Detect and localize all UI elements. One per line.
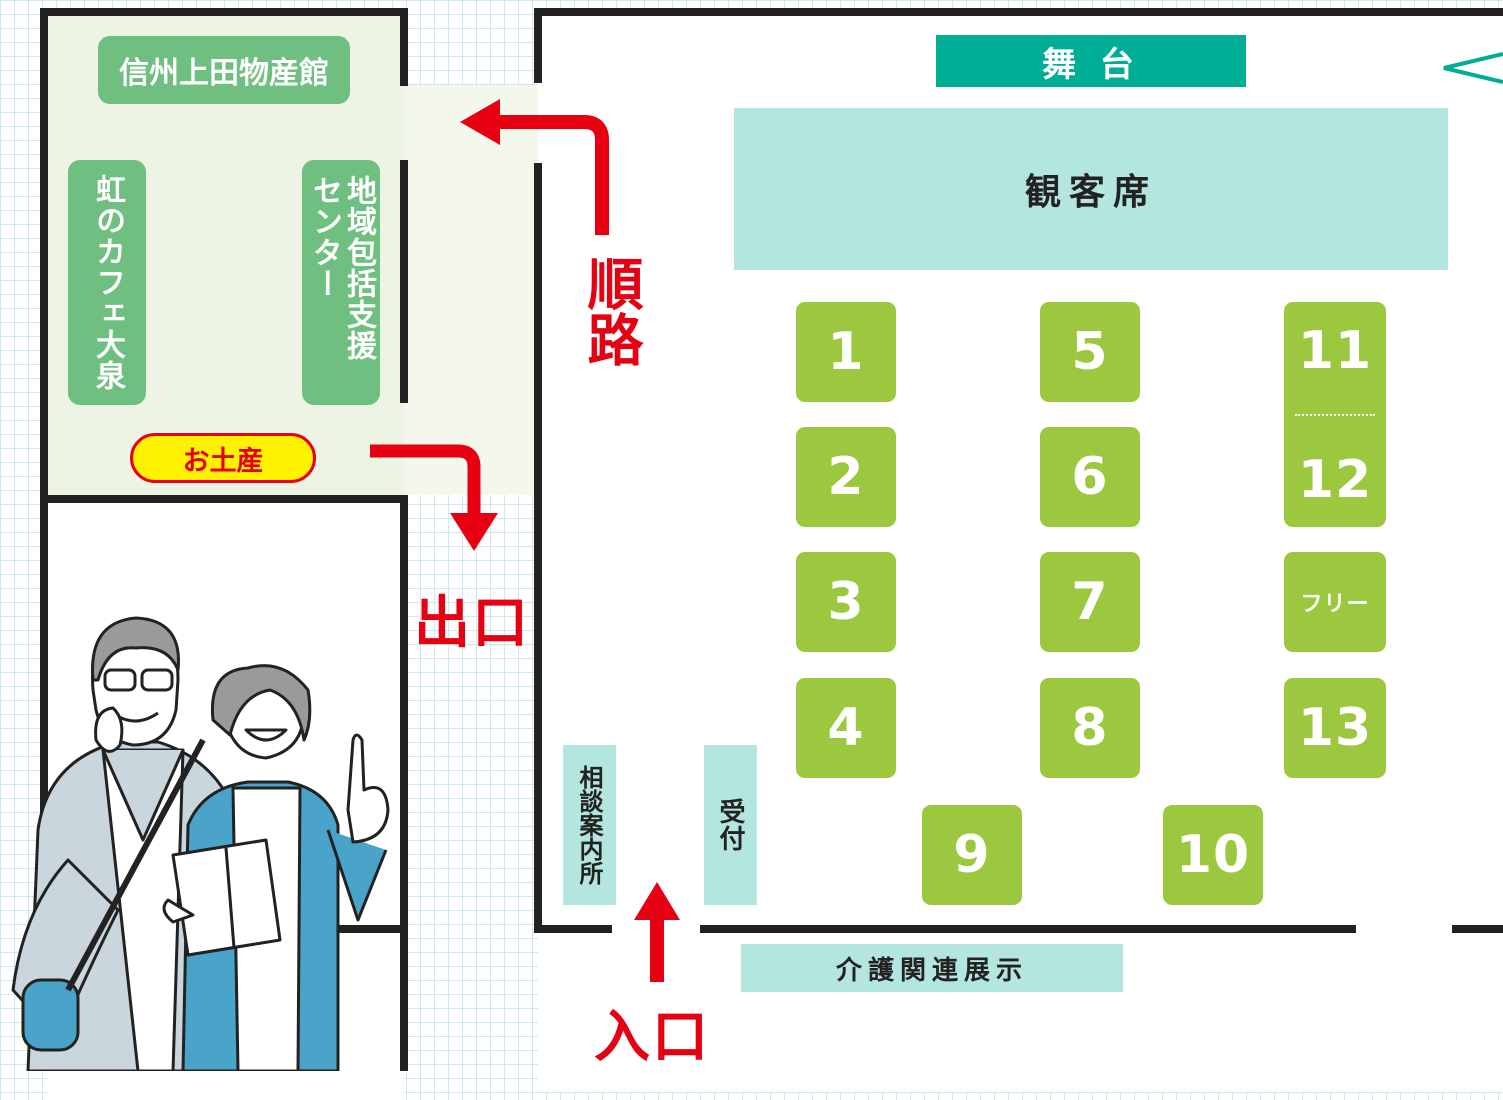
booth-4: 4 — [796, 678, 896, 778]
shop-name-tag: 信州上田物産館 — [98, 36, 350, 104]
booth-13: 13 — [1284, 678, 1386, 778]
exit-text: 出口 — [414, 591, 530, 656]
wall — [400, 495, 408, 1071]
booth-divider — [1295, 414, 1375, 417]
booth-8: 8 — [1040, 678, 1140, 778]
cafe-label: 虹のカフェ大泉 — [90, 174, 125, 391]
consultation-label: 相談案内所 — [575, 765, 603, 885]
booth-number: 2 — [827, 447, 865, 507]
route-label: 順路 — [578, 255, 648, 381]
wall — [534, 8, 542, 83]
booth-number: 9 — [953, 825, 991, 885]
booth-number: 7 — [1071, 572, 1109, 632]
wall — [1452, 925, 1503, 933]
booth-number: 11 — [1297, 320, 1373, 381]
elderly-couple-illustration — [11, 616, 390, 1071]
care-exhibit-label: 介護関連展示 — [835, 955, 1028, 986]
booth-1: 1 — [796, 302, 896, 402]
wall — [700, 925, 1356, 933]
stage: 舞 台 — [936, 35, 1246, 87]
booth-number: 8 — [1071, 698, 1109, 758]
support-center-label: 地域包括支援センター — [307, 175, 376, 361]
wall — [534, 925, 612, 933]
reception-label: 受付 — [715, 798, 745, 852]
pointer-icon — [1443, 52, 1503, 84]
audience-seats: 観客席 — [734, 108, 1448, 270]
wall — [40, 10, 48, 1071]
booth-number: 4 — [827, 698, 865, 758]
wall — [48, 495, 408, 503]
stage-label: 舞 台 — [1042, 44, 1140, 85]
wall — [400, 160, 408, 403]
audience-label: 観客席 — [1024, 172, 1157, 213]
exit-arrow-icon — [370, 444, 498, 551]
consultation-desk: 相談案内所 — [563, 745, 616, 905]
booth-5: 5 — [1040, 302, 1140, 402]
booth-number: 5 — [1071, 322, 1109, 382]
booth-2: 2 — [796, 427, 896, 527]
booth-11-12: 11 12 — [1284, 302, 1386, 527]
exit-label: 出口 — [414, 578, 530, 659]
entrance-arrow-icon — [634, 882, 680, 982]
care-exhibit: 介護関連展示 — [741, 944, 1123, 992]
support-center-tag: 地域包括支援センター — [302, 160, 380, 405]
route-arrow-icon — [460, 99, 609, 235]
booth-number: 13 — [1297, 698, 1373, 758]
wall — [40, 8, 408, 16]
entrance-text: 入口 — [594, 1005, 710, 1070]
wall — [534, 8, 1503, 16]
booth-6: 6 — [1040, 427, 1140, 527]
shop-name-label: 信州上田物産館 — [119, 56, 329, 91]
wall — [400, 8, 408, 86]
entrance-label: 入口 — [594, 992, 710, 1073]
booth-7: 7 — [1040, 552, 1140, 652]
reception-desk: 受付 — [704, 745, 757, 905]
booth-10: 10 — [1163, 805, 1263, 905]
booth-3: 3 — [796, 552, 896, 652]
booth-number: 12 — [1297, 450, 1373, 511]
booth-number: 10 — [1175, 825, 1251, 885]
souvenir-label: お土産 — [182, 445, 264, 477]
woman-figure — [162, 664, 390, 1071]
booth-9: 9 — [922, 805, 1022, 905]
booth-free: フリー — [1284, 552, 1386, 652]
booth-number: 1 — [827, 322, 865, 382]
cafe-tag: 虹のカフェ大泉 — [68, 160, 146, 405]
souvenir-badge: お土産 — [130, 433, 316, 483]
booth-number: 6 — [1071, 447, 1109, 507]
booth-number: 3 — [827, 572, 865, 632]
route-text: 順路 — [578, 255, 643, 367]
booth-number: フリー — [1300, 592, 1370, 617]
wall — [534, 163, 542, 931]
doorway-area — [404, 85, 538, 495]
